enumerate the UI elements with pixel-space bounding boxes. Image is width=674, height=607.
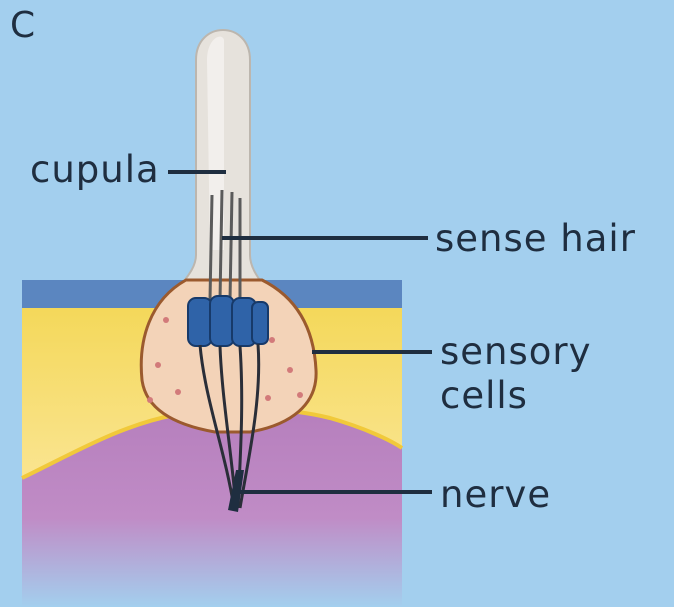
sensory-cells-label-line1: sensory xyxy=(440,330,592,374)
hair-cells xyxy=(188,296,268,346)
nerve-label: nerve xyxy=(440,473,551,517)
sense-hair-label: sense hair xyxy=(435,217,636,261)
panel-letter: C xyxy=(10,4,36,48)
cupula-label: cupula xyxy=(30,148,160,192)
sensory-cells-label-line2: cells xyxy=(440,374,528,418)
